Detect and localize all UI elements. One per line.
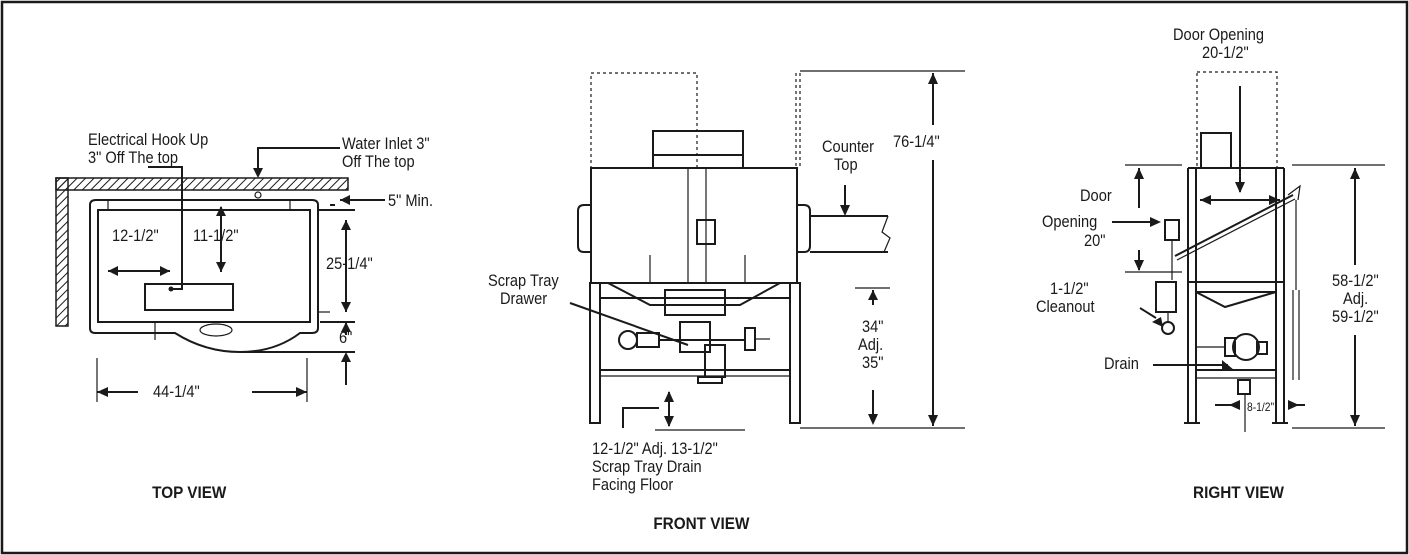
dim-59-half: 59-1/2" [1332, 307, 1379, 326]
scrap-tray-label: Scrap Tray [488, 271, 559, 290]
dim-12-half: 12-1/2" [112, 226, 159, 245]
right-view-drawing [1112, 71, 1385, 432]
scrap-tray-sublabel: Drawer [500, 289, 548, 308]
right-view-title: RIGHT VIEW [1193, 483, 1285, 502]
dim-76-quarter: 76-1/4" [893, 132, 940, 151]
dim-44-quarter: 44-1/4" [153, 382, 200, 401]
dim-34: 34" [862, 317, 884, 336]
min-clearance-label: 5" Min. [388, 191, 434, 210]
front-view-title: FRONT VIEW [653, 514, 750, 533]
electrical-hookup-label: Electrical Hook Up [88, 130, 209, 149]
dim-6: 6" [339, 328, 353, 347]
door-opening-side-sublabel: Opening [1042, 212, 1098, 231]
dim-34-adj: Adj. [858, 335, 884, 354]
dim-25-quarter: 25-1/4" [326, 254, 373, 273]
drain-height-label: 12-1/2" Adj. 13-1/2" [592, 439, 718, 458]
electrical-hookup-sublabel: 3" Off The top [88, 148, 178, 167]
cleanout-dim: 1-1/2" [1050, 279, 1089, 298]
water-inlet-label: Water Inlet 3" [342, 134, 430, 153]
counter-top-sublabel: Top [834, 155, 858, 174]
drain-label: Drain [1104, 354, 1139, 373]
top-view-drawing [55, 147, 385, 402]
dim-58-adj: Adj. [1343, 289, 1369, 308]
door-opening-side-label: Door [1080, 186, 1112, 205]
top-view-title: TOP VIEW [152, 483, 227, 502]
drain-sublabel-1: Scrap Tray Drain [592, 457, 702, 476]
dim-58-half: 58-1/2" [1332, 271, 1379, 290]
dim-8-half: 8-1/2" [1247, 400, 1275, 414]
dim-11-half: 11-1/2" [193, 226, 239, 245]
door-opening-top-dim: 20-1/2" [1202, 43, 1249, 62]
dim-35: 35" [862, 353, 884, 372]
counter-top-label: Counter [822, 137, 875, 156]
water-inlet-sublabel: Off The top [342, 152, 415, 171]
cleanout-label: Cleanout [1036, 297, 1095, 316]
front-view-drawing [569, 70, 965, 431]
drain-sublabel-2: Facing Floor [592, 475, 674, 494]
door-opening-side-dim: 20" [1084, 231, 1106, 250]
door-opening-top-label: Door Opening [1173, 25, 1265, 44]
